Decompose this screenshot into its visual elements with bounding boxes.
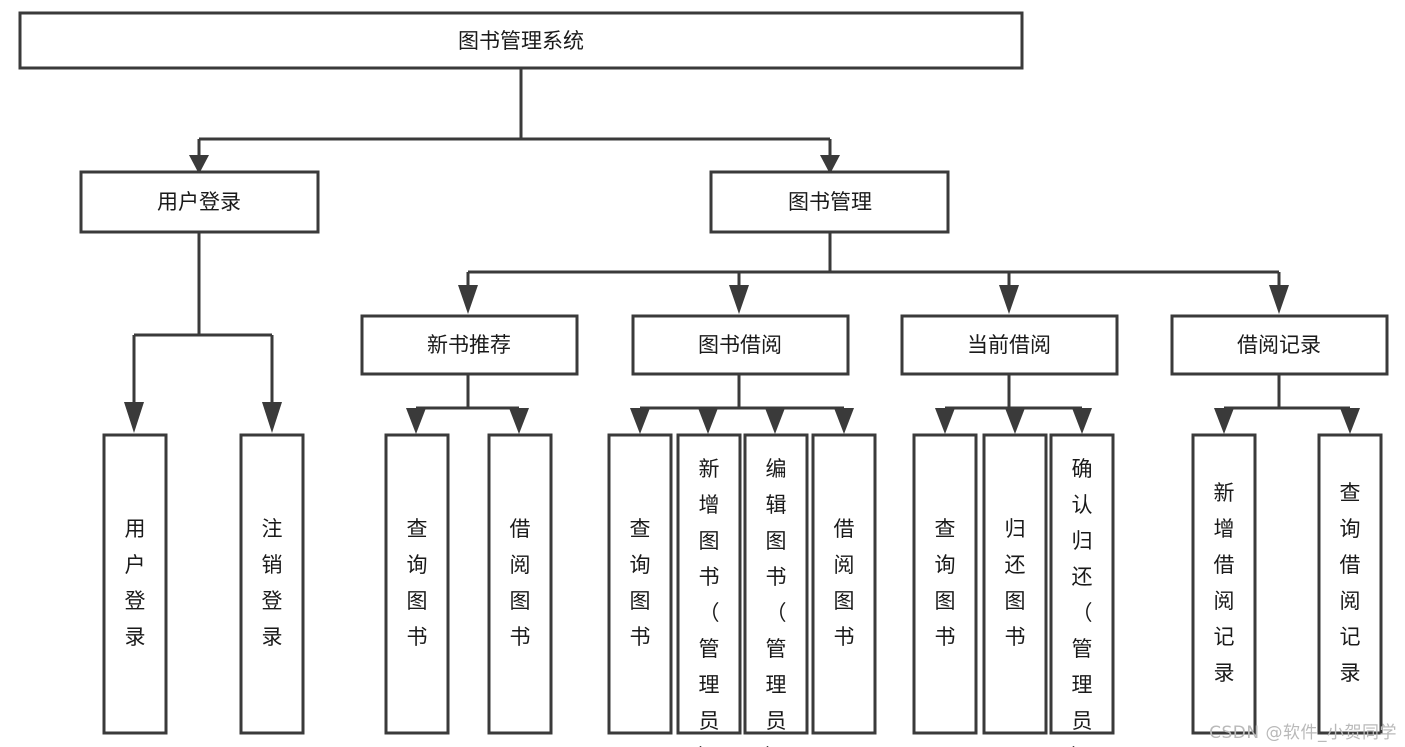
node-root-label: 图书管理系统 — [458, 29, 584, 53]
arrow-to-borrow-records — [1269, 285, 1289, 314]
arrow-to-book-management — [820, 155, 840, 174]
leaf-records-query-record-label: 查询借阅记录 — [1340, 481, 1361, 685]
leaf-logout-box[interactable] — [239, 433, 305, 735]
node-new-book-recommend-label: 新书推荐 — [427, 333, 511, 357]
node-root-box[interactable] — [18, 11, 1024, 70]
arrow-to-leaf-current-query — [935, 408, 955, 434]
csdn-watermark: CSDN @软件_小贺同学 — [1209, 723, 1397, 743]
node-user-login[interactable]: 用户登录 — [79, 170, 320, 234]
leaf-records-query-record-box[interactable] — [1317, 433, 1383, 735]
node-book-management-label: 图书管理 — [788, 190, 872, 214]
leaf-logout-label: 注销登录 — [262, 517, 283, 649]
node-book-management[interactable]: 图书管理 — [709, 170, 950, 234]
leaf-user-login-box[interactable] — [102, 433, 168, 735]
node-user-login-label: 用户登录 — [157, 190, 241, 214]
leaf-user-login[interactable]: 用户登录 — [102, 433, 168, 735]
leaf-user-login-label: 用户登录 — [125, 517, 146, 649]
leaf-recommend-query-book[interactable]: 查询图书 — [384, 433, 450, 735]
arrow-to-leaf-logout — [262, 402, 282, 433]
arrow-to-leaf-records-add — [1214, 408, 1234, 434]
node-user-login-box[interactable] — [79, 170, 320, 234]
leaf-records-add-record[interactable]: 新增借阅记录 — [1191, 433, 1257, 735]
arrow-to-leaf-current-return — [1005, 408, 1025, 434]
leaf-borrow-lend-book[interactable]: 借阅图书 — [811, 433, 877, 735]
node-book-management-box[interactable] — [709, 170, 950, 234]
leaf-records-query-record[interactable]: 查询借阅记录 — [1317, 433, 1383, 735]
leaf-recommend-borrow-book-box[interactable] — [487, 433, 553, 735]
node-current-borrow[interactable]: 当前借阅 — [900, 314, 1119, 376]
leaf-borrow-add-book[interactable]: 新增图书（管理员） — [676, 433, 742, 747]
node-current-borrow-box[interactable] — [900, 314, 1119, 376]
node-new-book-recommend[interactable]: 新书推荐 — [360, 314, 579, 376]
leaf-logout[interactable]: 注销登录 — [239, 433, 305, 735]
leaf-current-query-book-box[interactable] — [912, 433, 978, 735]
arrow-to-new-book-recommend — [458, 285, 478, 314]
leaf-current-confirm-return[interactable]: 确认归还（管理员） — [1049, 433, 1115, 747]
leaf-current-query-book-label: 查询图书 — [935, 517, 956, 649]
leaf-current-return-book-label: 归还图书 — [1005, 517, 1026, 649]
node-current-borrow-label: 当前借阅 — [967, 333, 1051, 357]
arrow-to-leaf-current-confirm — [1072, 408, 1092, 434]
leaf-current-query-book[interactable]: 查询图书 — [912, 433, 978, 735]
leaf-borrow-add-book-label: 新增图书（管理员） — [699, 457, 720, 747]
node-borrow-records-label: 借阅记录 — [1237, 333, 1321, 357]
leaf-current-return-book[interactable]: 归还图书 — [982, 433, 1048, 735]
leaf-borrow-add-book-box[interactable] — [676, 433, 742, 735]
arrow-to-leaf-borrow-add — [698, 408, 718, 434]
leaf-borrow-lend-book-label: 借阅图书 — [834, 517, 855, 649]
edges-layer — [124, 68, 1360, 434]
leaf-current-confirm-return-box[interactable] — [1049, 433, 1115, 735]
node-root[interactable]: 图书管理系统 — [18, 11, 1024, 70]
leaf-recommend-query-book-box[interactable] — [384, 433, 450, 735]
node-book-borrow[interactable]: 图书借阅 — [631, 314, 850, 376]
leaf-recommend-borrow-book[interactable]: 借阅图书 — [487, 433, 553, 735]
node-new-book-recommend-box[interactable] — [360, 314, 579, 376]
leaf-borrow-edit-book[interactable]: 编辑图书（管理员） — [743, 433, 809, 747]
node-book-borrow-box[interactable] — [631, 314, 850, 376]
leaf-borrow-edit-book-box[interactable] — [743, 433, 809, 735]
leaf-borrow-lend-book-box[interactable] — [811, 433, 877, 735]
leaf-records-add-record-box[interactable] — [1191, 433, 1257, 735]
node-book-borrow-label: 图书借阅 — [698, 333, 782, 357]
arrow-to-current-borrow — [999, 285, 1019, 314]
leaf-current-confirm-return-label: 确认归还（管理员） — [1072, 457, 1093, 747]
leaf-borrow-query-book-label: 查询图书 — [630, 517, 651, 649]
arrow-to-leaf-borrow-lend — [834, 408, 854, 434]
leaf-borrow-query-book[interactable]: 查询图书 — [607, 433, 673, 735]
arrow-to-leaf-borrow-edit — [765, 408, 785, 434]
leaf-records-add-record-label: 新增借阅记录 — [1214, 481, 1235, 685]
node-borrow-records[interactable]: 借阅记录 — [1170, 314, 1389, 376]
leaf-borrow-query-book-box[interactable] — [607, 433, 673, 735]
arrow-to-leaf-user-login — [124, 402, 144, 433]
leaf-recommend-borrow-book-label: 借阅图书 — [510, 517, 531, 649]
leaf-current-return-book-box[interactable] — [982, 433, 1048, 735]
arrow-to-leaf-records-query — [1340, 408, 1360, 434]
arrow-to-leaf-recommend-query — [406, 408, 426, 434]
node-borrow-records-box[interactable] — [1170, 314, 1389, 376]
arrow-to-book-borrow — [729, 285, 749, 314]
arrow-to-leaf-borrow-query — [630, 408, 650, 434]
arrow-to-user-login — [189, 155, 209, 174]
leaf-borrow-edit-book-label: 编辑图书（管理员） — [766, 457, 787, 747]
leaf-recommend-query-book-label: 查询图书 — [407, 517, 428, 649]
arrow-to-leaf-recommend-borrow — [509, 408, 529, 434]
